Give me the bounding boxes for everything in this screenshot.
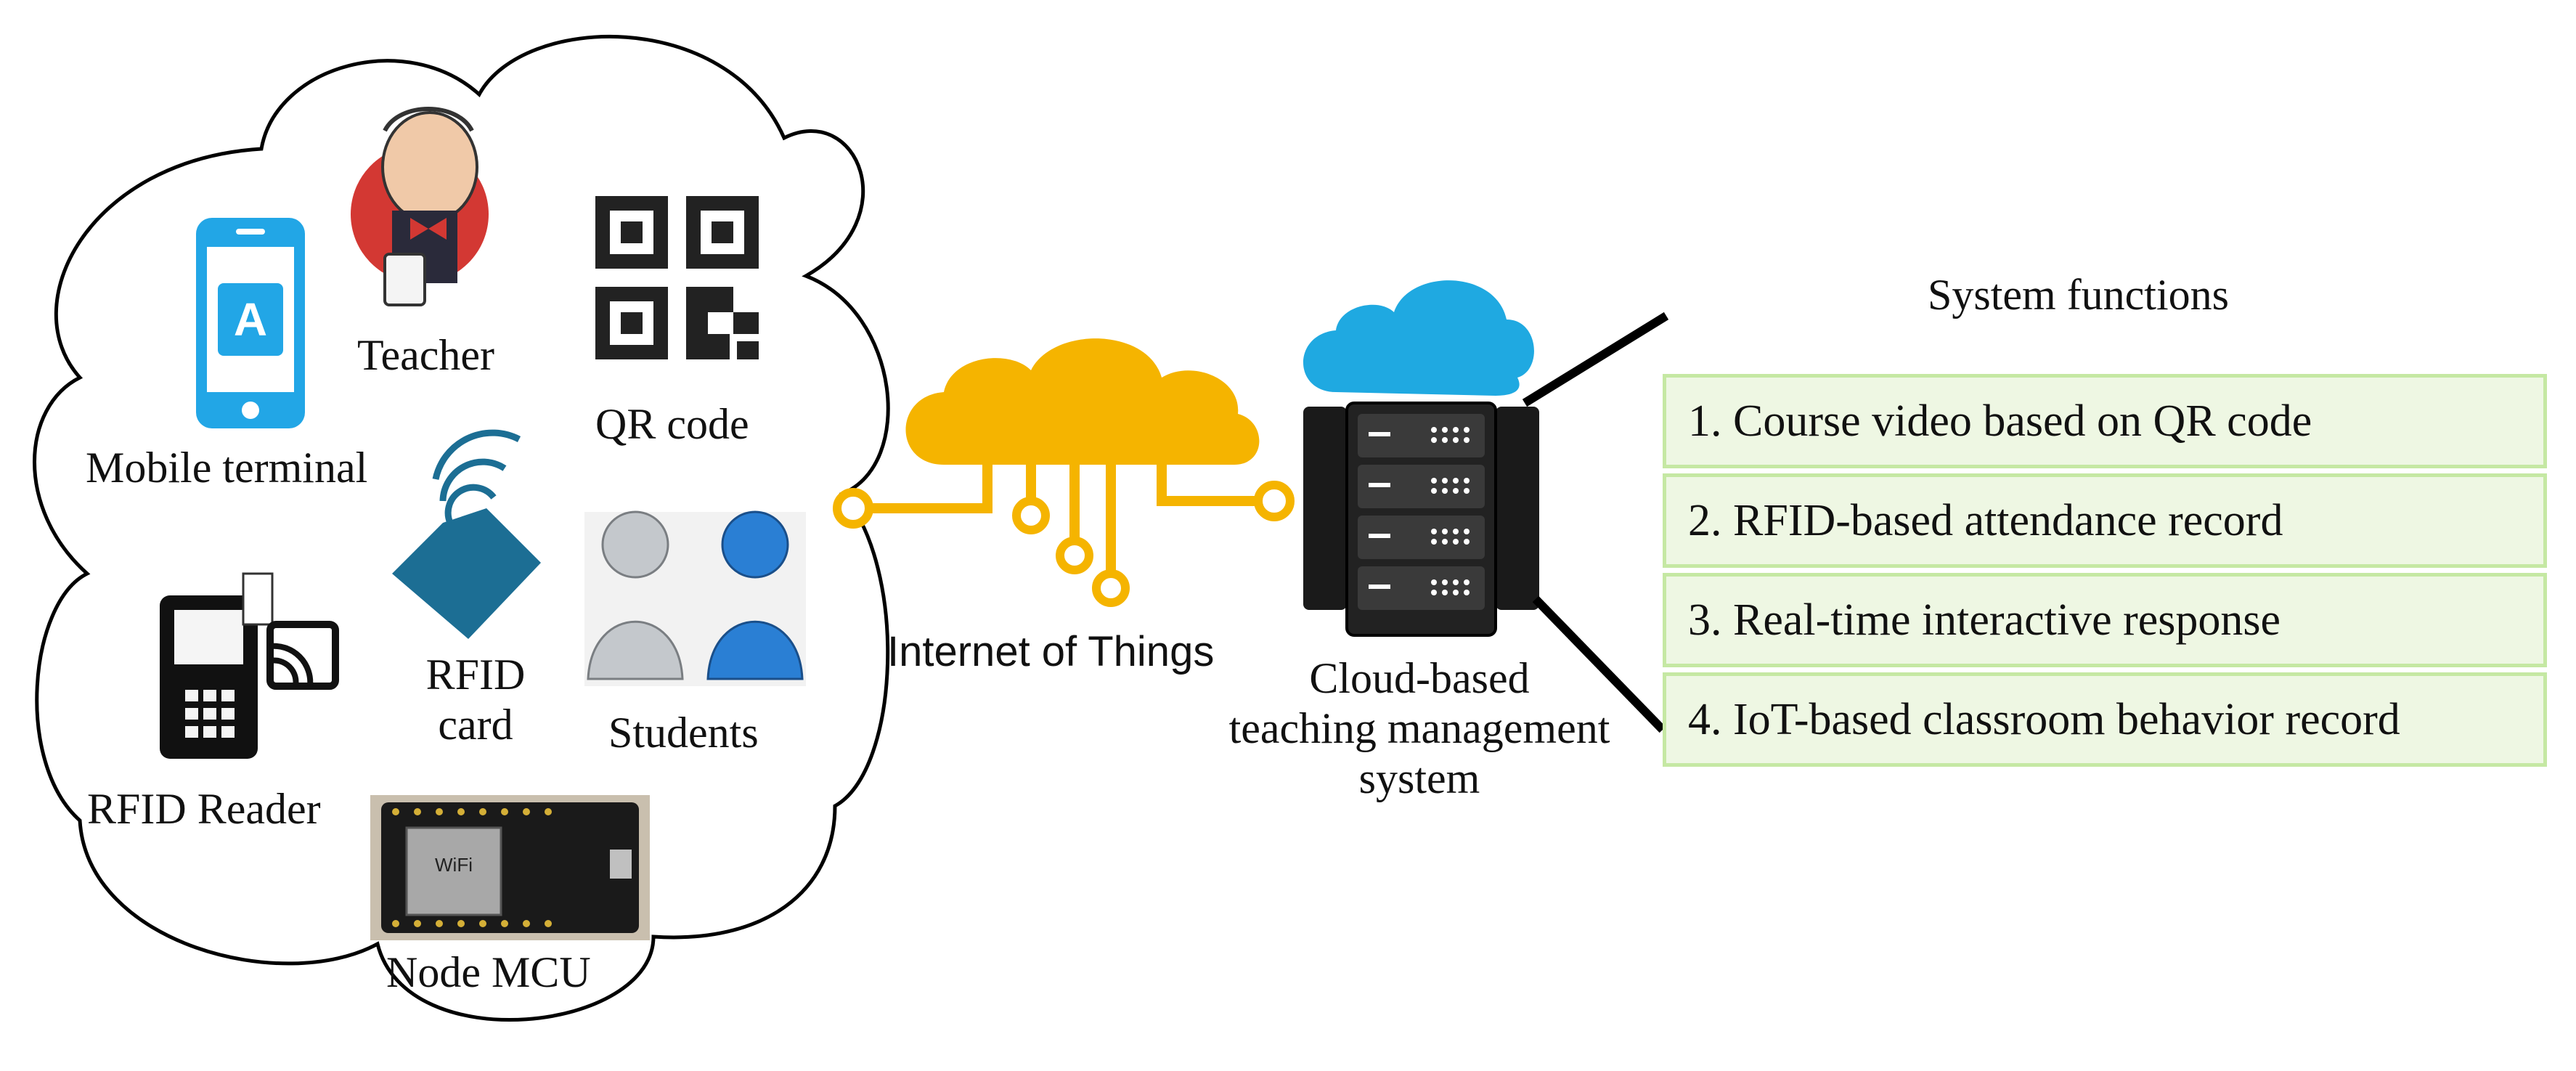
svg-text:WiFi: WiFi [435, 854, 473, 876]
label-cloud-system-line1: Cloud-based [1309, 654, 1530, 702]
server-cloud-icon [1303, 280, 1534, 396]
function-item-3: 3. Real-time interactive response [1663, 573, 2547, 667]
students-icon [584, 510, 806, 686]
label-rfid-card: RFID card [392, 650, 559, 750]
label-students: Students [608, 709, 759, 757]
phone-icon: A [196, 218, 305, 428]
system-functions-title: System functions [1928, 271, 2229, 319]
iot-cloud-icon [833, 338, 1295, 607]
label-node-mcu: Node MCU [386, 948, 591, 996]
label-rfid-card-line2: card [438, 701, 513, 749]
label-rfid-reader: RFID Reader [87, 785, 321, 833]
function-item-4: 4. IoT-based classroom behavior record [1663, 672, 2547, 767]
label-cloud-system-line2: teaching management [1228, 704, 1610, 752]
connector-line-bottom [1532, 595, 1666, 733]
label-mobile-terminal: Mobile terminal [86, 444, 368, 492]
label-cloud-system-line3: system [1358, 754, 1480, 802]
connector-line-top [1522, 311, 1669, 407]
server-rack-icon [1303, 402, 1539, 637]
function-item-1: 1. Course video based on QR code [1663, 374, 2547, 468]
rfid-card-icon [392, 429, 541, 639]
label-teacher: Teacher [357, 331, 494, 379]
rfid-reader-icon [160, 572, 339, 759]
function-item-2-label: 2. RFID-based attendance record [1688, 495, 2283, 545]
function-item-1-label: 1. Course video based on QR code [1688, 396, 2312, 446]
function-item-4-label: 4. IoT-based classroom behavior record [1688, 694, 2400, 744]
label-rfid-card-line1: RFID [425, 651, 526, 699]
label-internet-of-things: Internet of Things [887, 628, 1215, 675]
teacher-avatar-icon [351, 107, 489, 306]
function-item-3-label: 3. Real-time interactive response [1688, 595, 2281, 645]
svg-text:A: A [234, 293, 267, 346]
nodemcu-board-icon: WiFi [370, 795, 650, 940]
label-qr-code: QR code [595, 400, 749, 448]
function-item-2: 2. RFID-based attendance record [1663, 473, 2547, 568]
qr-code-icon [595, 196, 759, 359]
label-cloud-system: Cloud-based teaching management system [1183, 653, 1655, 804]
